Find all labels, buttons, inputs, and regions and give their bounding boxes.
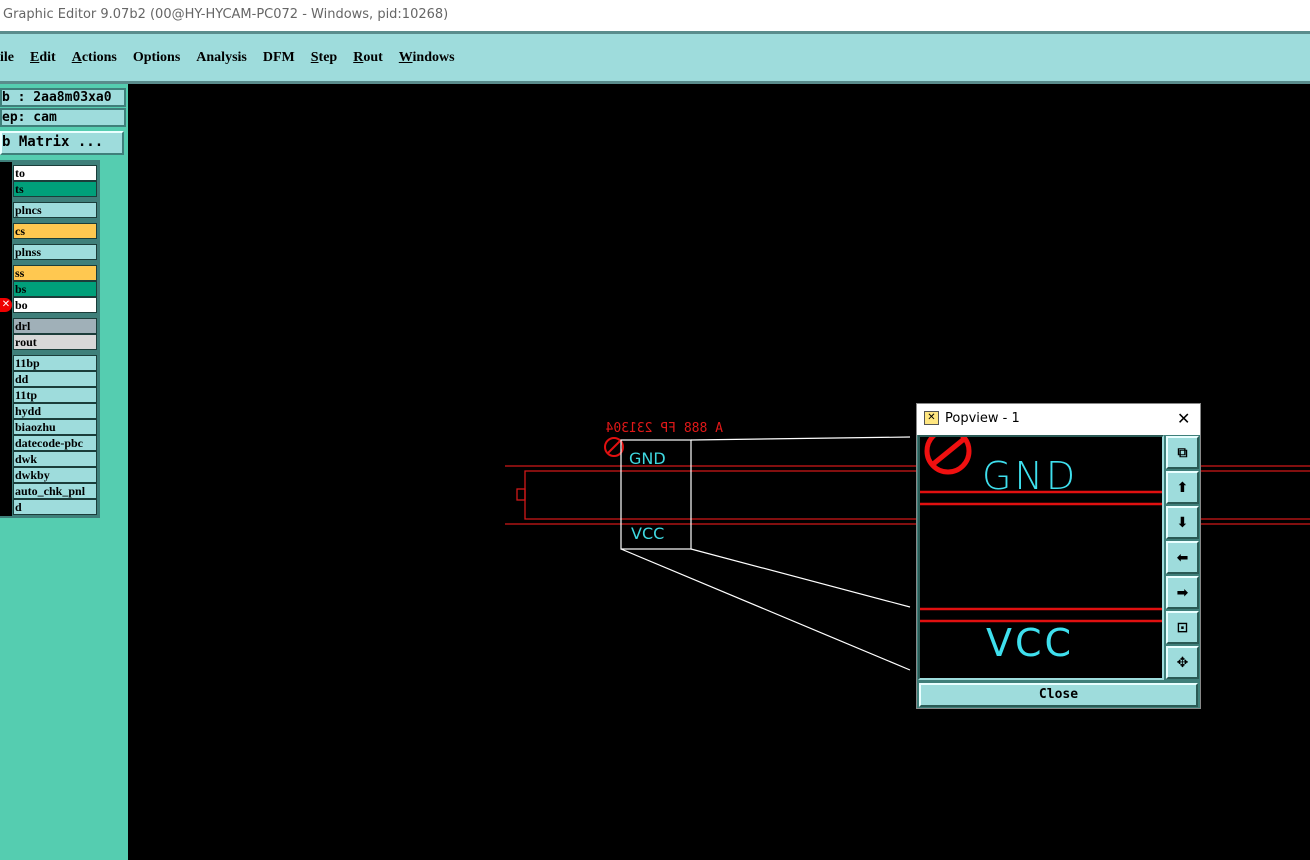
pan-up-icon: ⬆ — [1176, 479, 1189, 496]
window-app-icon: ✕ — [924, 411, 939, 425]
layer-dwk[interactable]: dwk — [13, 451, 97, 467]
menu-dfm[interactable]: DFM — [262, 49, 295, 65]
matrix-button[interactable]: b Matrix ... — [0, 131, 124, 155]
layer-status-column — [0, 162, 12, 516]
popview-title: Popview - 1 — [945, 411, 1020, 426]
layer-cs[interactable]: cs — [13, 223, 97, 239]
layer-bo[interactable]: bo — [13, 297, 97, 313]
layer-d[interactable]: d — [13, 499, 97, 515]
layer-to[interactable]: to — [13, 165, 97, 181]
menu-analysis[interactable]: Analysis — [196, 49, 247, 65]
layer-ss[interactable]: ss — [13, 265, 97, 281]
vcc-label: VCC — [631, 524, 664, 543]
pan-right-icon: ➡ — [1176, 584, 1189, 601]
pan-left-button[interactable]: ⬅ — [1166, 541, 1199, 574]
job-label: b : 2aa8m03xa0 — [0, 88, 126, 107]
popview-vcc-label: VCC — [986, 621, 1074, 665]
layer-ts[interactable]: ts — [13, 181, 97, 197]
popview-window: ✕ Popview - 1 ✕ GND VCC ⧉ ⬆ ⬇ ⬅ ➡ ⊡ ✥ Close — [916, 403, 1201, 709]
pad-tab — [516, 488, 526, 501]
layer-hydd[interactable]: hydd — [13, 403, 97, 419]
title-bar: Graphic Editor 9.07b2 (00@HY-HYCAM-PC072… — [0, 0, 1310, 31]
layer-bs[interactable]: bs — [13, 281, 97, 297]
step-label: ep: cam — [0, 108, 126, 127]
zoom-in-button[interactable]: ⊡ — [1166, 611, 1199, 644]
pan-left-icon: ⬅ — [1176, 549, 1189, 566]
pan-right-button[interactable]: ➡ — [1166, 576, 1199, 609]
layer-plnss[interactable]: plnss — [13, 244, 97, 260]
menu-file[interactable]: ile — [0, 49, 14, 65]
menu-step[interactable]: Step — [310, 49, 338, 65]
menu-windows[interactable]: Windows — [398, 49, 455, 65]
pan-down-icon: ⬇ — [1176, 514, 1189, 531]
window-title: Graphic Editor 9.07b2 (00@HY-HYCAM-PC072… — [3, 7, 449, 22]
layer-datecode-pbc[interactable]: datecode-pbc — [13, 435, 97, 451]
layer-plncs[interactable]: plncs — [13, 202, 97, 218]
no-symbol-icon — [924, 437, 972, 475]
zoom-in-icon: ⊡ — [1176, 619, 1189, 636]
layer-11tp[interactable]: 11tp — [13, 387, 97, 403]
mirrored-silk-text: A 888 FP 231304 — [605, 421, 723, 436]
layer-11bp[interactable]: 11bp — [13, 355, 97, 371]
pan-up-button[interactable]: ⬆ — [1166, 471, 1199, 504]
close-window-icon[interactable]: ✕ — [1177, 409, 1191, 428]
zoom-region-box — [620, 439, 692, 550]
gnd-label: GND — [629, 449, 666, 468]
layer-drl[interactable]: drl — [13, 318, 97, 334]
pan-down-button[interactable]: ⬇ — [1166, 506, 1199, 539]
menu-rout[interactable]: Rout — [353, 49, 383, 65]
layer-rout[interactable]: rout — [13, 334, 97, 350]
zoom-out-icon: ✥ — [1176, 654, 1189, 671]
layer-dwkby[interactable]: dwkby — [13, 467, 97, 483]
popview-viewport[interactable]: GND VCC — [918, 435, 1164, 680]
no-symbol-icon — [604, 437, 624, 457]
zoom-out-button[interactable]: ✥ — [1166, 646, 1199, 679]
fit-icon: ⧉ — [1177, 444, 1188, 461]
close-button[interactable]: Close — [919, 683, 1198, 707]
menu-options[interactable]: Options — [132, 49, 181, 65]
menu-actions[interactable]: Actions — [71, 49, 117, 65]
fit-button[interactable]: ⧉ — [1166, 436, 1199, 469]
popview-gnd-label: GND — [982, 454, 1078, 498]
no-edit-icon: ✕ — [0, 298, 12, 312]
menu-edit[interactable]: Edit — [30, 49, 56, 65]
layer-auto_chk_pnl[interactable]: auto_chk_pnl — [13, 483, 97, 499]
menu-bar: ile Edit Actions Options Analysis DFM St… — [0, 31, 1310, 84]
layer-biaozhu[interactable]: biaozhu — [13, 419, 97, 435]
layer-dd[interactable]: dd — [13, 371, 97, 387]
popview-titlebar[interactable]: ✕ Popview - 1 ✕ — [917, 404, 1200, 435]
